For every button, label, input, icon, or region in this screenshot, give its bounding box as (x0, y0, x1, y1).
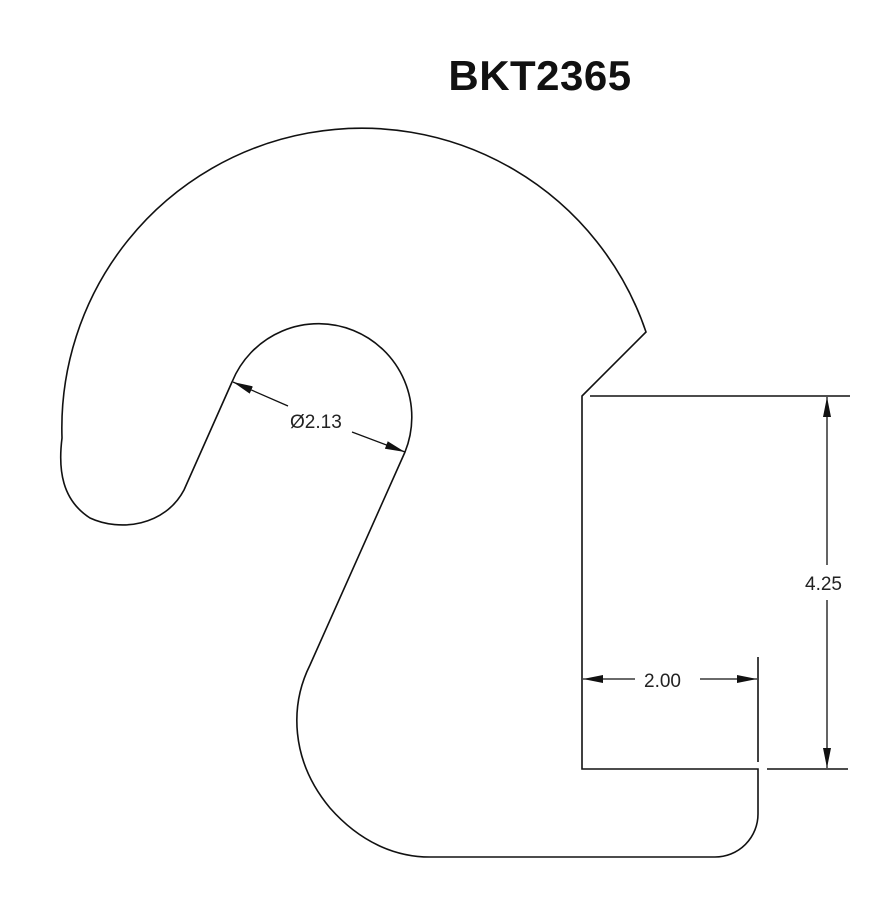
width-label: 2.00 (644, 671, 681, 692)
part-outline (59, 127, 759, 858)
width-dimension: 2.00 (583, 657, 759, 762)
slot-diameter-dimension: Ø2.13 (232, 381, 406, 453)
height-dimension: 4.25 (590, 395, 850, 770)
height-label: 4.25 (805, 574, 842, 595)
drawing-title: BKT2365 (448, 52, 632, 99)
slot-diameter-label: Ø2.13 (290, 412, 342, 433)
